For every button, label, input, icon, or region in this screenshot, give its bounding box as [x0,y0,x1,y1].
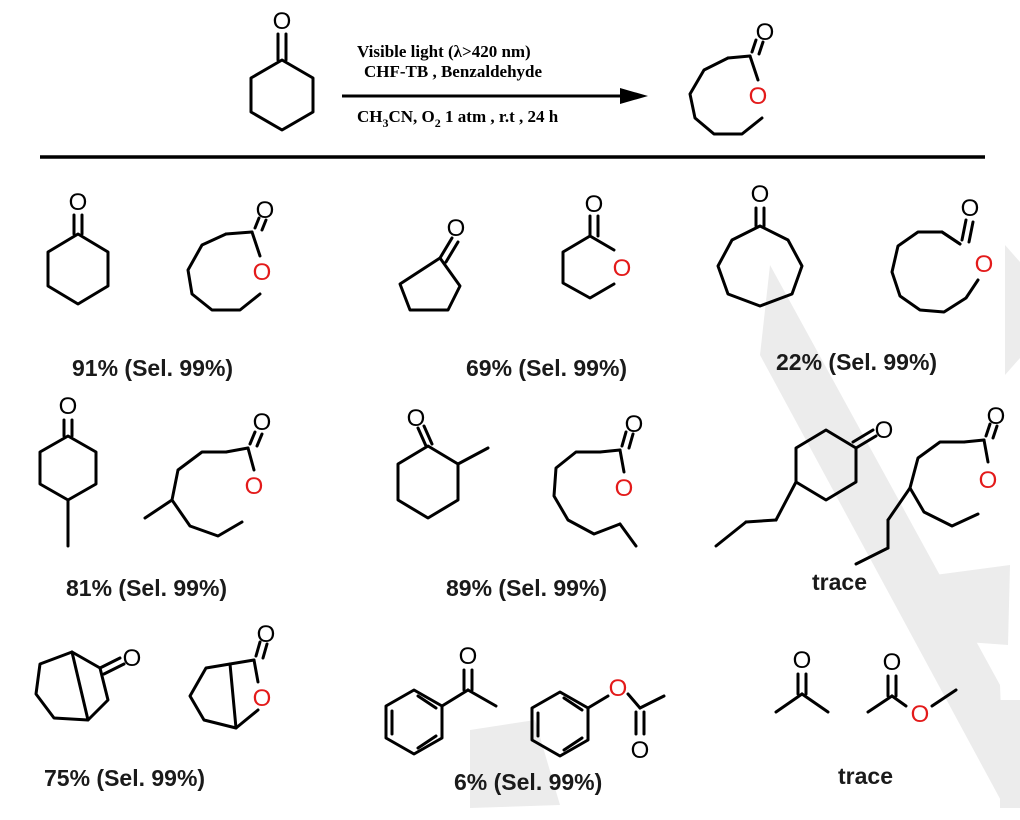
yield-label: 91% (Sel. 99%) [72,355,233,381]
atom-o: O [987,403,1006,430]
atom-o: O [253,409,272,436]
atom-o: O [756,19,775,46]
substrate-cyclohexanone: O O O 91% (Sel. 99%) [46,189,275,381]
condition-line-3: CH3CN, O2 1 atm , r.t , 24 h [357,107,559,130]
atom-o: O [883,649,902,676]
reaction-reactant-cyclohexanone: O [249,8,315,132]
atom-o-ring: O [615,475,634,502]
atom-o-ring: O [609,675,628,702]
yield-label: trace [812,569,867,595]
substrate-2-methylcyclohexanone: O O O 89% (Sel. 99%) [396,405,644,601]
substrate-cyclopentanone: O O O 69% (Sel. 99%) [398,191,632,381]
atom-o: O [69,189,88,216]
reaction-arrow [342,88,648,104]
yield-label: trace [838,763,893,789]
atom-o: O [407,405,426,432]
substrate-acetone: O O O trace [774,647,958,789]
atom-o: O [256,197,275,224]
atom-o-ring: O [613,255,632,282]
atom-o: O [447,215,466,242]
atom-o-ring: O [253,685,272,712]
reaction-product-caprolactone: O O [688,19,775,136]
atom-o: O [751,181,770,208]
atom-o: O [875,417,894,444]
substrate-4-propylcyclohexanone: O O O trace [714,403,1006,595]
yield-label: 89% (Sel. 99%) [446,575,607,601]
substrate-cycloheptanone: O O O 22% (Sel. 99%) [716,181,994,375]
atom-o-ring: O [979,467,998,494]
substrate-4-methylcyclohexanone: O O O 81% (Sel. 99%) [38,393,272,601]
atom-o: O [961,195,980,222]
atom-o-ring: O [253,259,272,286]
atom-o-ring: O [245,473,264,500]
condition-line-1: Visible light (λ>420 nm) [357,42,531,61]
atom-o: O [273,8,292,35]
atom-o: O [625,411,644,438]
substrate-acetophenone: O O O 6% (Sel. 99%) [384,643,666,795]
yield-label: 81% (Sel. 99%) [66,575,227,601]
atom-o: O [585,191,604,218]
yield-label: 69% (Sel. 99%) [466,355,627,381]
yield-label: 22% (Sel. 99%) [776,349,937,375]
atom-o: O [793,647,812,674]
atom-o-ring: O [911,701,930,728]
atom-o-ring: O [975,251,994,278]
substrate-norcamphor: O O O 75% (Sel. 99%) [34,621,276,791]
atom-o: O [59,393,78,420]
atom-o: O [631,737,650,764]
yield-label: 75% (Sel. 99%) [44,765,205,791]
condition-line-2: CHF-TB , Benzaldehyde [364,62,542,81]
watermark [470,245,1020,808]
atom-o: O [123,645,142,672]
atom-o-ring: O [749,83,768,110]
atom-o: O [459,643,478,670]
yield-label: 6% (Sel. 99%) [454,769,602,795]
atom-o: O [257,621,276,648]
